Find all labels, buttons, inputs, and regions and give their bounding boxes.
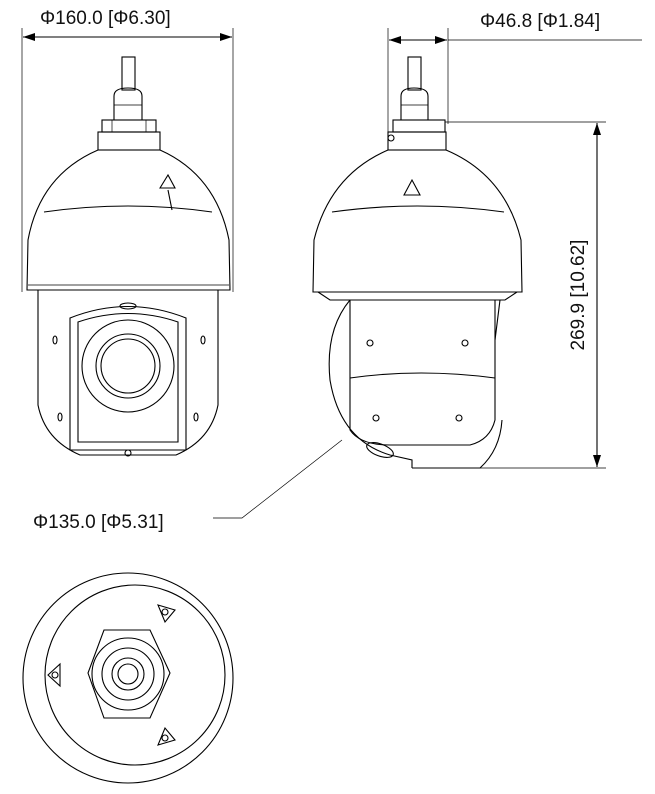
width-label: Φ160.0 [Φ6.30] [40, 8, 171, 29]
leader-line [213, 439, 343, 519]
bottom-view [22, 572, 234, 784]
lower-diameter-label: Φ135.0 [Φ5.31] [33, 512, 164, 533]
mount-diameter-label: Φ46.8 [Φ1.84] [480, 11, 600, 32]
side-view [312, 28, 642, 469]
height-label: 269.9 [10.62] [568, 240, 589, 351]
front-view [21, 28, 234, 457]
